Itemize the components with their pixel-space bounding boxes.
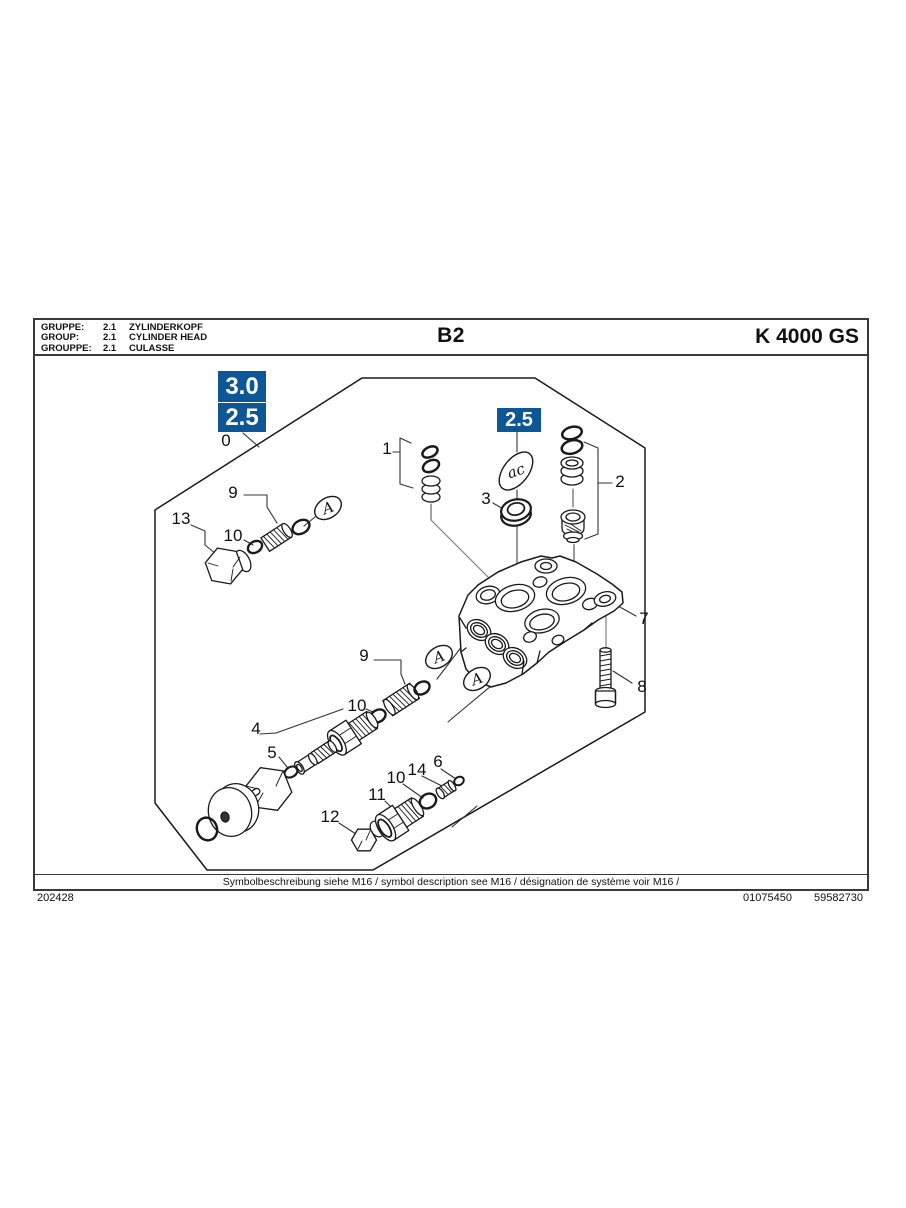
callout-4: 4	[251, 719, 261, 738]
bottom-meta: 202428 01075450 59582730	[33, 892, 869, 906]
footer-note: Symbolbeschreibung siehe M16 / symbol de…	[35, 874, 867, 889]
sheet-code: B2	[437, 324, 465, 347]
a-badge-mid-upper	[424, 644, 454, 670]
callout-10-bottom: 10	[386, 768, 406, 787]
group-code-fr: 2.1	[103, 342, 117, 354]
version-box-2-5-stacked: 2.5	[218, 403, 266, 432]
callout-13: 13	[171, 509, 191, 528]
ac-badge-ellipse	[498, 451, 534, 491]
group-text-de: ZYLINDERKOPF	[129, 322, 203, 333]
part-6-oring	[453, 775, 465, 787]
a-badge-left	[313, 495, 343, 521]
part-10-oring-bottom	[418, 792, 438, 810]
callout-9-left: 9	[228, 483, 238, 502]
part-2-valve	[560, 509, 586, 544]
left-boss	[475, 585, 501, 605]
part-piston-disc	[207, 783, 260, 837]
callout-11: 11	[368, 785, 386, 804]
oring-left-large	[291, 518, 311, 536]
front-ports	[466, 618, 528, 670]
callout-7: 7	[639, 609, 649, 628]
version-box-3-0: 3.0	[218, 371, 266, 402]
assembly-outline	[154, 377, 646, 871]
callout-10-left: 10	[223, 526, 243, 545]
callout-10-mid: 10	[347, 696, 367, 715]
part-fitting-small	[293, 752, 318, 775]
oring-bottom-left	[195, 816, 219, 842]
ref-left: 01075450	[743, 892, 792, 904]
callout-5: 5	[267, 743, 277, 762]
group-code-de: 2.1	[103, 322, 117, 333]
oring-mid-upper	[413, 680, 431, 696]
header-row: GRUPPE: 2.1 ZYLINDERKOPF GROUP: 2.1 CYLI…	[35, 320, 867, 356]
part-9-valve-insert-left	[260, 522, 293, 552]
group-title-block: GRUPPE: 2.1 ZYLINDERKOPF GROUP: 2.1 CYLI…	[41, 322, 208, 354]
ref-right: 59582730	[814, 892, 863, 904]
callout-2: 2	[615, 472, 625, 491]
doc-number: 202428	[37, 892, 74, 904]
part-14-plug	[435, 779, 457, 800]
version-box-2-5-mid: 2.5	[497, 408, 541, 432]
part-2-valve-set	[560, 425, 586, 544]
part-10-oring-left	[246, 539, 264, 555]
callout-12: 12	[320, 807, 340, 826]
callout-0: 0	[221, 431, 231, 450]
part-1-valve-set	[421, 445, 441, 503]
group-row-de: GRUPPE: 2.1 ZYLINDERKOPF	[41, 322, 207, 333]
callout-14: 14	[407, 760, 427, 779]
group-code-en: 2.1	[103, 332, 117, 344]
callout-9-mid: 9	[359, 646, 369, 665]
callout-6: 6	[433, 752, 443, 771]
model-name: K 4000 GS	[755, 325, 859, 348]
zone-badges	[313, 451, 534, 692]
group-label-en: GROUP:	[41, 332, 79, 344]
group-text-en: CYLINDER HEAD	[129, 332, 208, 344]
cylinder-bores	[494, 576, 599, 646]
part-9-valve-insert-mid	[382, 682, 421, 717]
part-13-hex-plug	[204, 547, 252, 585]
group-row-fr: GROUPPE: 2.1 CULASSE	[41, 342, 207, 354]
group-text-fr: CULASSE	[129, 342, 175, 354]
part-7-cylinder-head	[458, 555, 624, 688]
callout-8: 8	[637, 677, 647, 696]
part-8-screw	[594, 647, 617, 709]
content-frame: GRUPPE: 2.1 ZYLINDERKOPF GROUP: 2.1 CYLI…	[33, 318, 869, 891]
part-3-seal-ring	[500, 498, 532, 527]
group-row-en: GROUP: 2.1 CYLINDER HEAD	[41, 332, 208, 344]
callout-3: 3	[481, 489, 491, 508]
right-lug	[593, 591, 617, 607]
a-badge-mid-lower	[462, 666, 492, 692]
part-spring-small	[310, 739, 338, 765]
group-label-fr: GROUPPE:	[41, 342, 92, 354]
part-11-fitting	[374, 797, 425, 842]
group-label-de: GRUPPE:	[41, 322, 85, 333]
rear-boss	[534, 558, 558, 574]
callout-1: 1	[382, 439, 392, 458]
